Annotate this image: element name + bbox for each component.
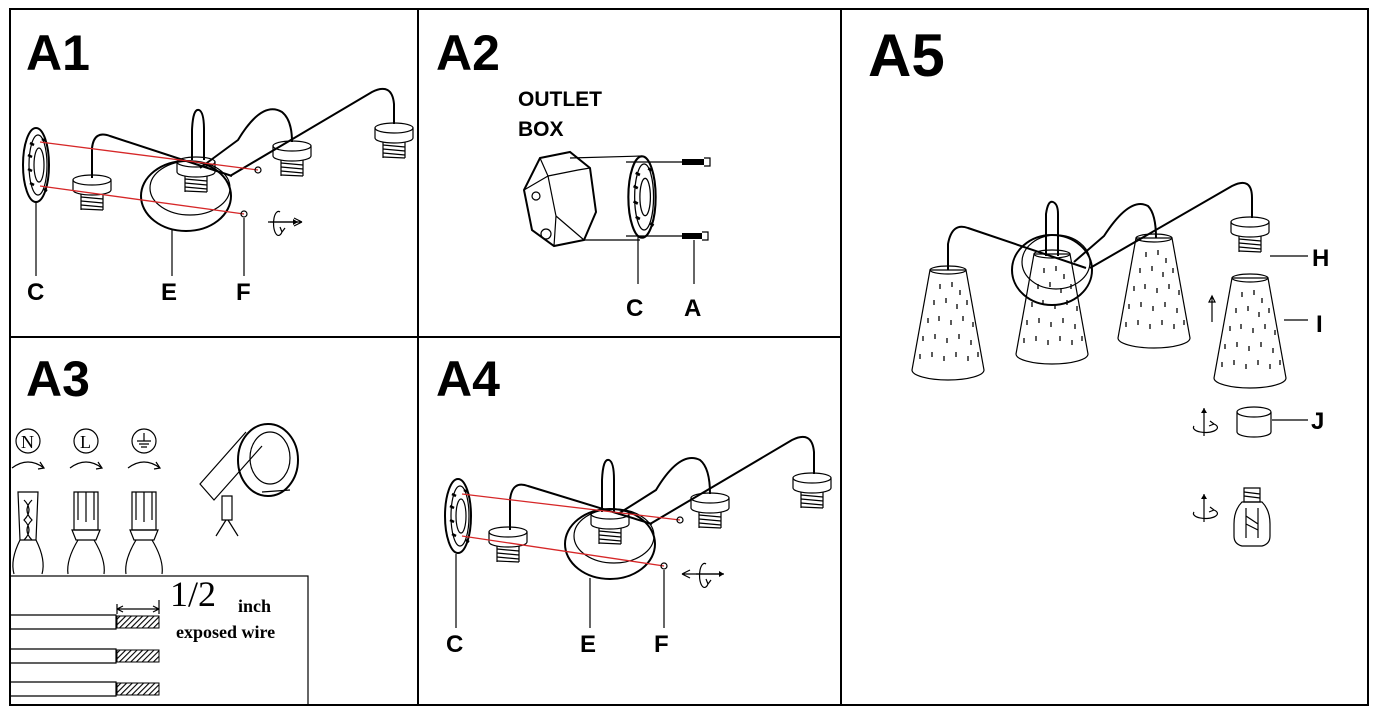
a2-label-c: C xyxy=(626,295,643,322)
a1-label-c: C xyxy=(27,279,44,306)
live-symbol: L xyxy=(80,432,91,452)
ground-symbol-icon xyxy=(131,428,157,454)
a5-label-j: J xyxy=(1311,408,1324,435)
panel-a1-title: A1 xyxy=(26,25,90,81)
panel-a5-title: A5 xyxy=(868,22,945,89)
strip-unit: inch xyxy=(238,596,271,616)
panel-a4: A4 C E F xyxy=(436,351,832,658)
strip-fraction: 1/2 xyxy=(170,574,216,614)
a1-label-e: E xyxy=(161,279,177,306)
a4-fixture xyxy=(443,436,832,628)
a4-label-f: F xyxy=(654,631,669,658)
a4-label-c: C xyxy=(446,631,463,658)
panel-a5: A5 H xyxy=(868,22,1329,547)
neutral-symbol: N xyxy=(21,432,34,452)
panel-a4-title: A4 xyxy=(436,351,500,407)
a5-fixture xyxy=(911,182,1308,389)
a5-bulb xyxy=(1192,487,1271,547)
a5-label-h: H xyxy=(1312,245,1329,272)
panel-a2: A2 OUTLET BOX C A xyxy=(436,25,711,322)
panel-borders xyxy=(9,8,1369,706)
a5-ring xyxy=(1192,406,1308,438)
a2-screws xyxy=(626,157,711,241)
stripped-wires xyxy=(10,600,160,697)
panel-a3-title: A3 xyxy=(26,351,90,407)
panel-a3: A3 N L xyxy=(9,351,309,706)
panel-a2-title: A2 xyxy=(436,25,500,81)
electrical-tape xyxy=(199,423,299,537)
wire-nuts xyxy=(12,491,163,575)
strip-caption: exposed wire xyxy=(176,622,275,642)
a4-label-e: E xyxy=(580,631,596,658)
a2-label-a: A xyxy=(684,295,701,322)
panel-a1: A1 C E F xyxy=(21,25,414,306)
a2-outlet-line2: BOX xyxy=(518,118,564,141)
twist-arrows xyxy=(11,461,162,470)
a1-label-f: F xyxy=(236,279,251,306)
a2-outlet-line1: OUTLET xyxy=(518,88,602,111)
a1-fixture xyxy=(21,88,414,276)
a5-label-i: I xyxy=(1316,311,1323,338)
a2-outlet-box xyxy=(522,150,643,248)
